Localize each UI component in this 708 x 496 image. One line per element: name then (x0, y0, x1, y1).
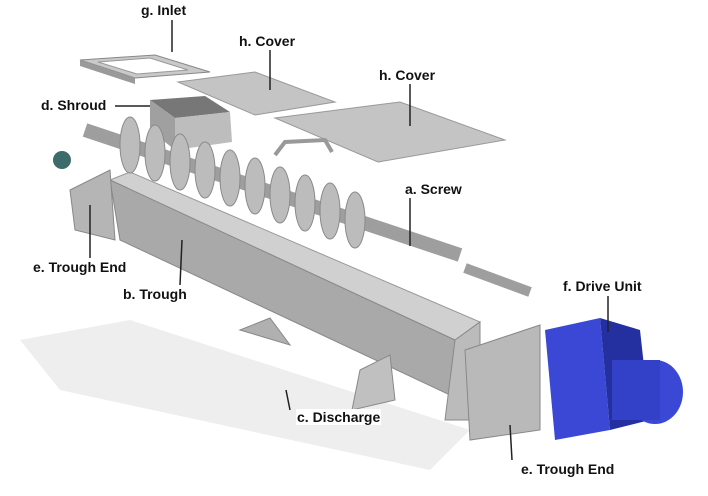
label-discharge: c. Discharge (296, 409, 382, 425)
label-trough-end-right: e. Trough End (520, 461, 616, 477)
floor-reflection (20, 320, 470, 470)
label-inlet: g. Inlet (140, 2, 188, 18)
leader-lines (89, 20, 609, 461)
label-cover-2: h. Cover (378, 67, 437, 83)
label-screw: a. Screw (404, 181, 463, 197)
screw-part (82, 116, 532, 297)
cover-part-2 (273, 101, 507, 163)
shroud-part (150, 96, 232, 150)
inlet-part (79, 54, 211, 84)
label-trough-end-left: e. Trough End (32, 259, 128, 275)
trough-end-right-part (464, 324, 541, 441)
trough-part (108, 171, 482, 421)
label-cover-1: h. Cover (238, 33, 297, 49)
discharge-spout (238, 317, 292, 346)
label-drive-unit: f. Drive Unit (562, 278, 643, 294)
label-trough: b. Trough (122, 286, 188, 302)
label-shroud: d. Shroud (40, 97, 108, 113)
trough-end-left-part (53, 151, 116, 241)
drive-unit-part (545, 318, 683, 440)
hanger-bracket (273, 137, 334, 157)
cover-part-1 (176, 71, 337, 116)
